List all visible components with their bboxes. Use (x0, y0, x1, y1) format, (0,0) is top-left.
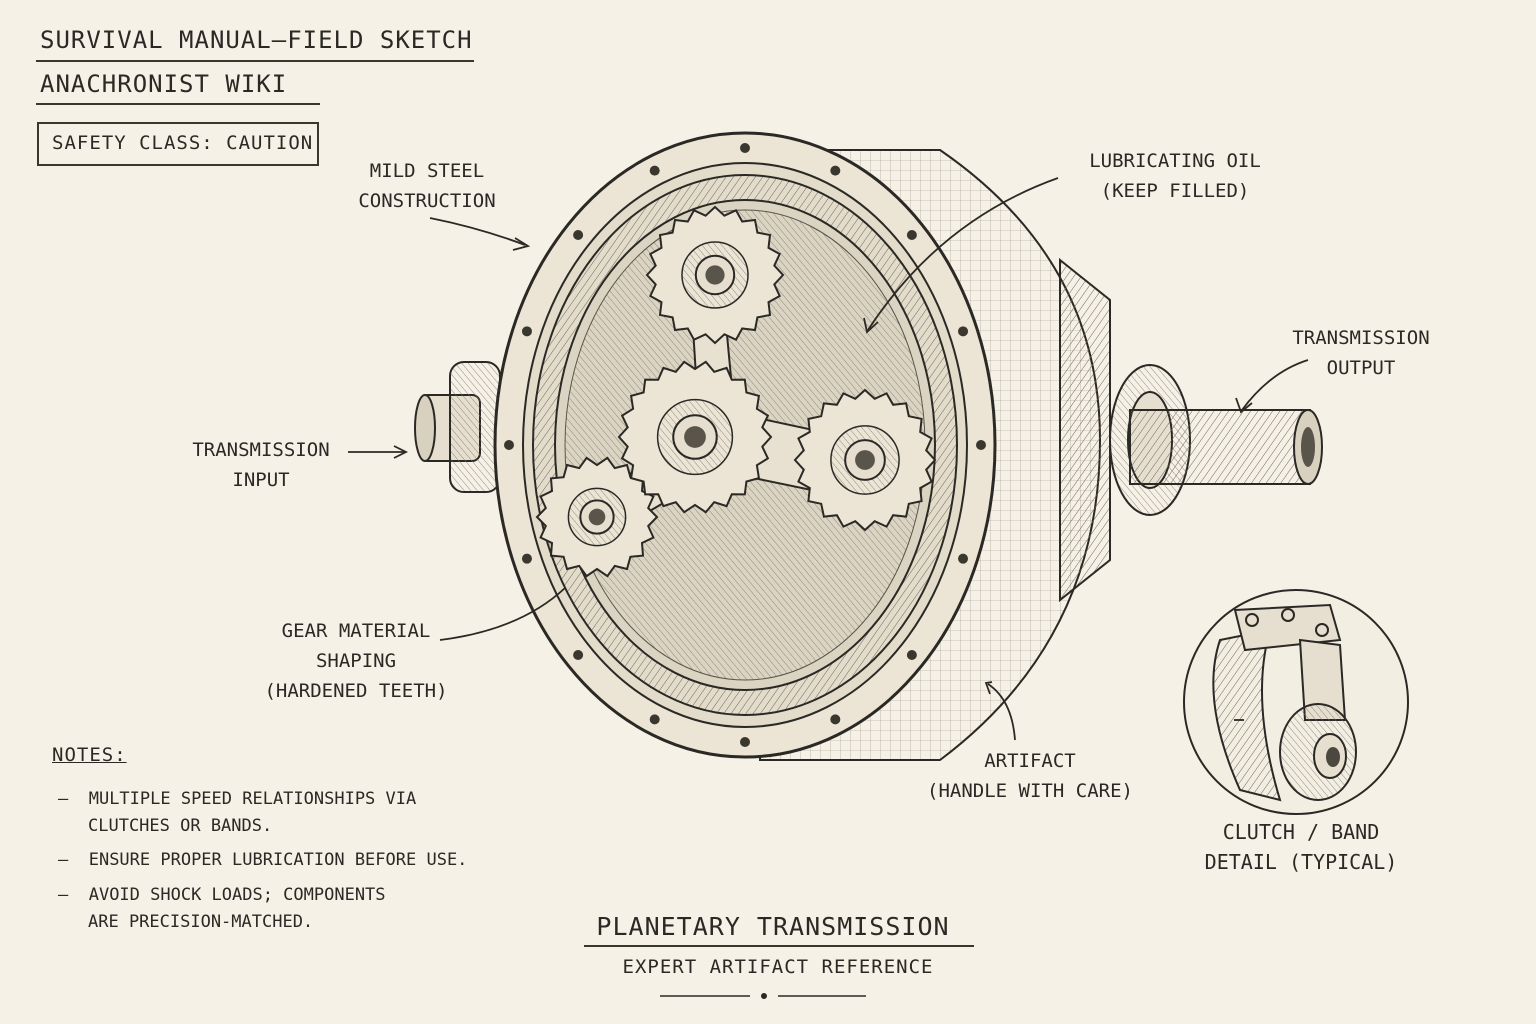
footer-ornament (660, 993, 866, 999)
bolt-hole (740, 143, 750, 153)
diagram-title: PLANETARY TRANSMISSION (596, 912, 950, 941)
input-shaft (414, 361, 501, 493)
bolt-hole (649, 714, 660, 725)
header-title: SURVIVAL MANUAL—FIELD SKETCH (40, 26, 473, 54)
bolt-hole (958, 326, 969, 337)
bolt-hole (573, 650, 584, 661)
bolt-hole (521, 553, 532, 564)
bolt-hole (521, 326, 532, 337)
diagram-title-rule (584, 945, 974, 947)
bolt-hole (958, 553, 969, 564)
arrowhead-transmission-output (1235, 397, 1253, 414)
note-item-3: — AVOID SHOCK LOADS; COMPONENTS ARE PREC… (58, 885, 386, 932)
flange-bolts (504, 143, 986, 747)
bolt-hole (504, 440, 514, 450)
leader-artifact (987, 683, 1016, 741)
leader-transmission-output (1241, 359, 1309, 411)
output-shaft (1109, 364, 1323, 516)
arrowhead-artifact (984, 681, 993, 695)
bolt-hole (573, 229, 584, 240)
note-item-2: — ENSURE PROPER LUBRICATION BEFORE USE. (58, 850, 468, 870)
leader-lines (348, 177, 1309, 741)
planet-gears (535, 205, 937, 578)
clutch-band-detail (1183, 589, 1409, 815)
header-title-rule (36, 60, 474, 62)
bolt-hole (906, 229, 917, 240)
bolt-hole (830, 165, 841, 176)
notes-title: NOTES: (52, 744, 127, 766)
leader-gear-material (439, 587, 566, 641)
arrowhead-mild-steel (512, 237, 531, 251)
leader-lubricating-oil (867, 177, 1059, 331)
leader-mild-steel (429, 217, 526, 246)
bolt-hole (906, 650, 917, 661)
bolt-hole (976, 440, 986, 450)
bolt-hole (830, 714, 841, 725)
bolt-hole (740, 737, 750, 747)
diagram-subtitle: EXPERT ARTIFACT REFERENCE (622, 956, 934, 978)
arrowhead-transmission-input (393, 445, 409, 459)
label-artifact: ARTIFACT(HANDLE WITH CARE) (927, 750, 1133, 802)
header-subtitle: ANACHRONIST WIKI (40, 70, 288, 98)
safety-class-box (37, 122, 319, 166)
arrowhead-lubricating-oil (863, 317, 879, 334)
header-subtitle-rule (36, 103, 320, 105)
label-lubricating-oil: LUBRICATING OIL(KEEP FILLED) (1089, 150, 1261, 202)
bolt-hole (649, 165, 660, 176)
note-item-1: — MULTIPLE SPEED RELATIONSHIPS VIA CLUTC… (58, 789, 417, 836)
safety-class-label: SAFETY CLASS: CAUTION (52, 132, 314, 154)
